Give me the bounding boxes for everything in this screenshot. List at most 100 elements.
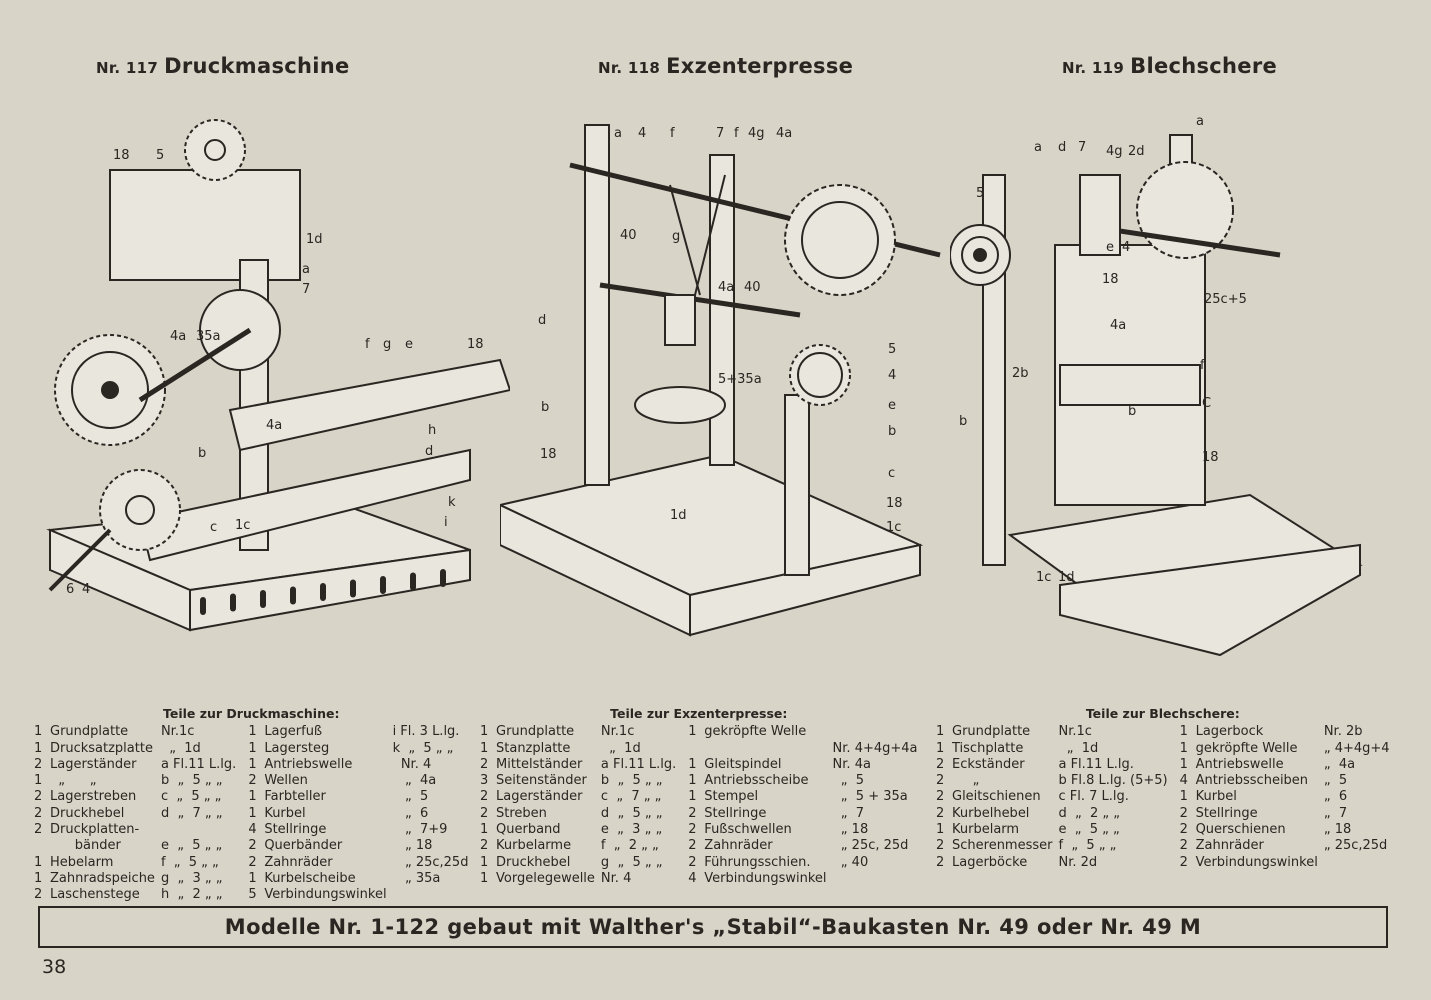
part-quantity: 1 (480, 870, 489, 886)
part-quantity: 1 (248, 724, 257, 740)
part-quantity: 1 (1179, 740, 1188, 756)
part-name: Gleitschienen (952, 789, 1041, 805)
callout-label: 18 (113, 148, 130, 163)
part-quantity: 2 (688, 854, 697, 870)
callout-label: 1c (886, 520, 902, 535)
part-name: Druckhebel (496, 854, 571, 870)
part-name: Kurbelarm (952, 822, 1020, 838)
part-ref: Nr.1c (1058, 724, 1092, 740)
part-ref: „ 5 + 35a (832, 789, 908, 805)
part-quantity: 2 (480, 838, 489, 854)
part-name: Antriebsscheiben (1195, 773, 1309, 789)
part-quantity: 2 (936, 789, 945, 805)
part-ref: Nr. 2b (1323, 724, 1363, 740)
part-ref: „ 18 (1323, 822, 1352, 838)
part-name: Kurbel (1195, 789, 1237, 805)
callout-label: 4 (82, 582, 91, 597)
callout-label: 5+35a (718, 372, 762, 387)
callout-label: 4g (748, 126, 765, 141)
part-name: Fußschwellen (704, 822, 792, 838)
callout-label: 18 (1202, 450, 1219, 465)
part-quantity: 1 (480, 740, 489, 756)
part-ref: a Fl.11 L.lg. (1058, 756, 1134, 772)
part-quantity: 2 (248, 773, 257, 789)
part-quantity: 2 (1179, 838, 1188, 854)
part-quantity: 2 (480, 756, 489, 772)
callout-label: e (888, 398, 896, 413)
part-name: Lagersteg (264, 740, 330, 756)
part-ref: a Fl.11 L.lg. (600, 756, 677, 772)
callout-label: a (614, 126, 622, 141)
part-name: bänder (50, 838, 121, 854)
part-ref: Nr. 2d (1058, 854, 1098, 870)
callout-label: f (1200, 358, 1205, 373)
part-name: Drucksatzplatte (50, 740, 153, 756)
part-quantity: 2 (34, 887, 43, 903)
part-quantity: 2 (936, 854, 945, 870)
part-ref: k „ 5 „ „ (392, 740, 454, 756)
callout-label: g (672, 229, 681, 244)
part-name: Antriebsscheibe (704, 773, 809, 789)
callout-label: 18 (540, 447, 557, 462)
callout-label: d (1058, 140, 1067, 155)
part-ref: b Fl.8 L.lg. (5+5) (1058, 773, 1168, 789)
part-quantity: 1 (688, 789, 697, 805)
part-name: Kurbelhebel (952, 805, 1030, 821)
callout-label: 4 (888, 368, 897, 383)
part-name: Hebelarm (50, 854, 114, 870)
part-quantity: 2 (248, 854, 257, 870)
part-name: gekröpfte Welle (704, 724, 807, 740)
part-quantity (34, 838, 44, 854)
part-quantity: 1 (248, 756, 257, 772)
part-ref: „ 25c,25d (392, 854, 469, 870)
part-ref: Nr. 4+4g+4a (832, 740, 918, 756)
part-ref: d „ 7 „ „ (160, 805, 223, 821)
callout-label: 1d (1058, 570, 1075, 585)
callout-label: 40 (744, 280, 761, 295)
part-ref: „ 4+4g+4 (1323, 740, 1390, 756)
plate-slot (410, 572, 416, 591)
part-quantity: 2 (688, 805, 697, 821)
part-name: Lagerfuß (264, 724, 323, 740)
part-name: Druckhebel (50, 805, 125, 821)
callout-label: 1c (235, 518, 251, 533)
part-quantity: 1 (1179, 789, 1188, 805)
part-name: Lagerständer (496, 789, 583, 805)
part-ref: „ 6 (1323, 789, 1348, 805)
parts-list-title: Teile zur Exzenterpresse: (610, 706, 788, 721)
callout-label: 40 (620, 228, 637, 243)
part-name: Grundplatte (952, 724, 1031, 740)
part-ref: „ 4a (1323, 756, 1356, 772)
part-quantity: 2 (34, 822, 43, 838)
part-name: Lagerständer (50, 756, 137, 772)
part-name: Seitenständer (496, 773, 587, 789)
part-ref: „ 25c, 25d (832, 838, 909, 854)
part-quantity: 2 (1179, 854, 1188, 870)
part-name: Grundplatte (50, 724, 129, 740)
callout-label: 5 (156, 148, 165, 163)
callout-label: 5 (976, 186, 985, 201)
part-name: Stellringe (704, 805, 767, 821)
part-name: Vorgelegewelle (496, 870, 595, 886)
part-ref: „ 5 (1323, 773, 1348, 789)
part-quantity (688, 741, 698, 757)
part-name: Querschienen (1195, 822, 1286, 838)
page-number: 38 (42, 956, 67, 978)
part-quantity: 1 (688, 756, 697, 772)
callout-label: a (1034, 140, 1042, 155)
part-name: Verbindungswinkel (1195, 854, 1318, 870)
part-quantity: 2 (936, 756, 945, 772)
callout-label: h (428, 423, 437, 438)
part-name: Wellen (264, 773, 308, 789)
part-name: Lagerstreben (50, 789, 137, 805)
exzenterpresse-illustration (500, 124, 941, 637)
part-name: Tischplatte (952, 740, 1024, 756)
callout-label: 18 (467, 337, 484, 352)
callout-label: g (383, 337, 392, 352)
part-quantity: 5 (248, 887, 257, 903)
callout-label: c (210, 520, 218, 535)
callout-label: C (1202, 396, 1212, 411)
part-quantity: 1 (248, 789, 257, 805)
